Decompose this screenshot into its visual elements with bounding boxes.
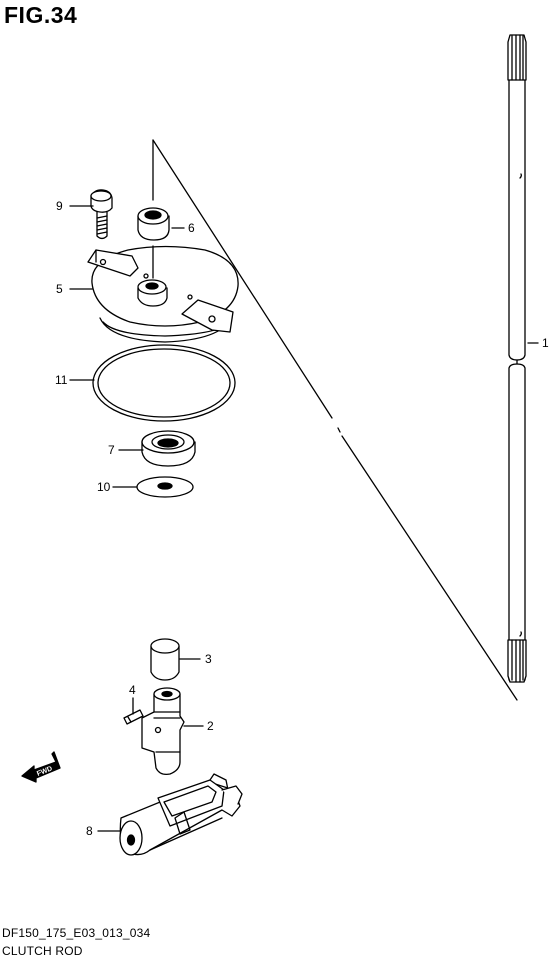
forward-arrow-icon: FWD bbox=[21, 751, 61, 783]
washer bbox=[136, 476, 194, 498]
callout-1: 1 bbox=[542, 336, 549, 350]
callout-2: 2 bbox=[207, 719, 214, 733]
o-ring bbox=[92, 344, 236, 422]
rod-joint bbox=[141, 687, 185, 776]
callout-9: 9 bbox=[56, 199, 63, 213]
callout-7: 7 bbox=[108, 443, 115, 457]
figure-title: FIG.34 bbox=[4, 2, 78, 28]
callout-3: 3 bbox=[205, 652, 212, 666]
callout-4: 4 bbox=[129, 683, 136, 697]
clutch-arm bbox=[119, 773, 243, 856]
assembly-reference-line bbox=[152, 139, 518, 701]
callout-10: 10 bbox=[97, 480, 111, 494]
callout-8: 8 bbox=[86, 824, 93, 838]
callout-5: 5 bbox=[56, 282, 63, 296]
pin bbox=[123, 709, 144, 725]
oil-seal bbox=[141, 430, 196, 467]
diagram-code: DF150_175_E03_013_034 bbox=[2, 926, 151, 940]
callout-11: 11 bbox=[55, 373, 68, 387]
bushing bbox=[137, 207, 170, 241]
rod-holder bbox=[87, 245, 239, 343]
bolt bbox=[90, 189, 113, 240]
callout-6: 6 bbox=[188, 221, 195, 235]
collar bbox=[150, 638, 180, 681]
fwd-label: FWD bbox=[36, 765, 53, 777]
diagram-caption: CLUTCH ROD bbox=[2, 944, 83, 958]
clutch-rod bbox=[507, 34, 527, 683]
leader-lines bbox=[69, 205, 539, 832]
